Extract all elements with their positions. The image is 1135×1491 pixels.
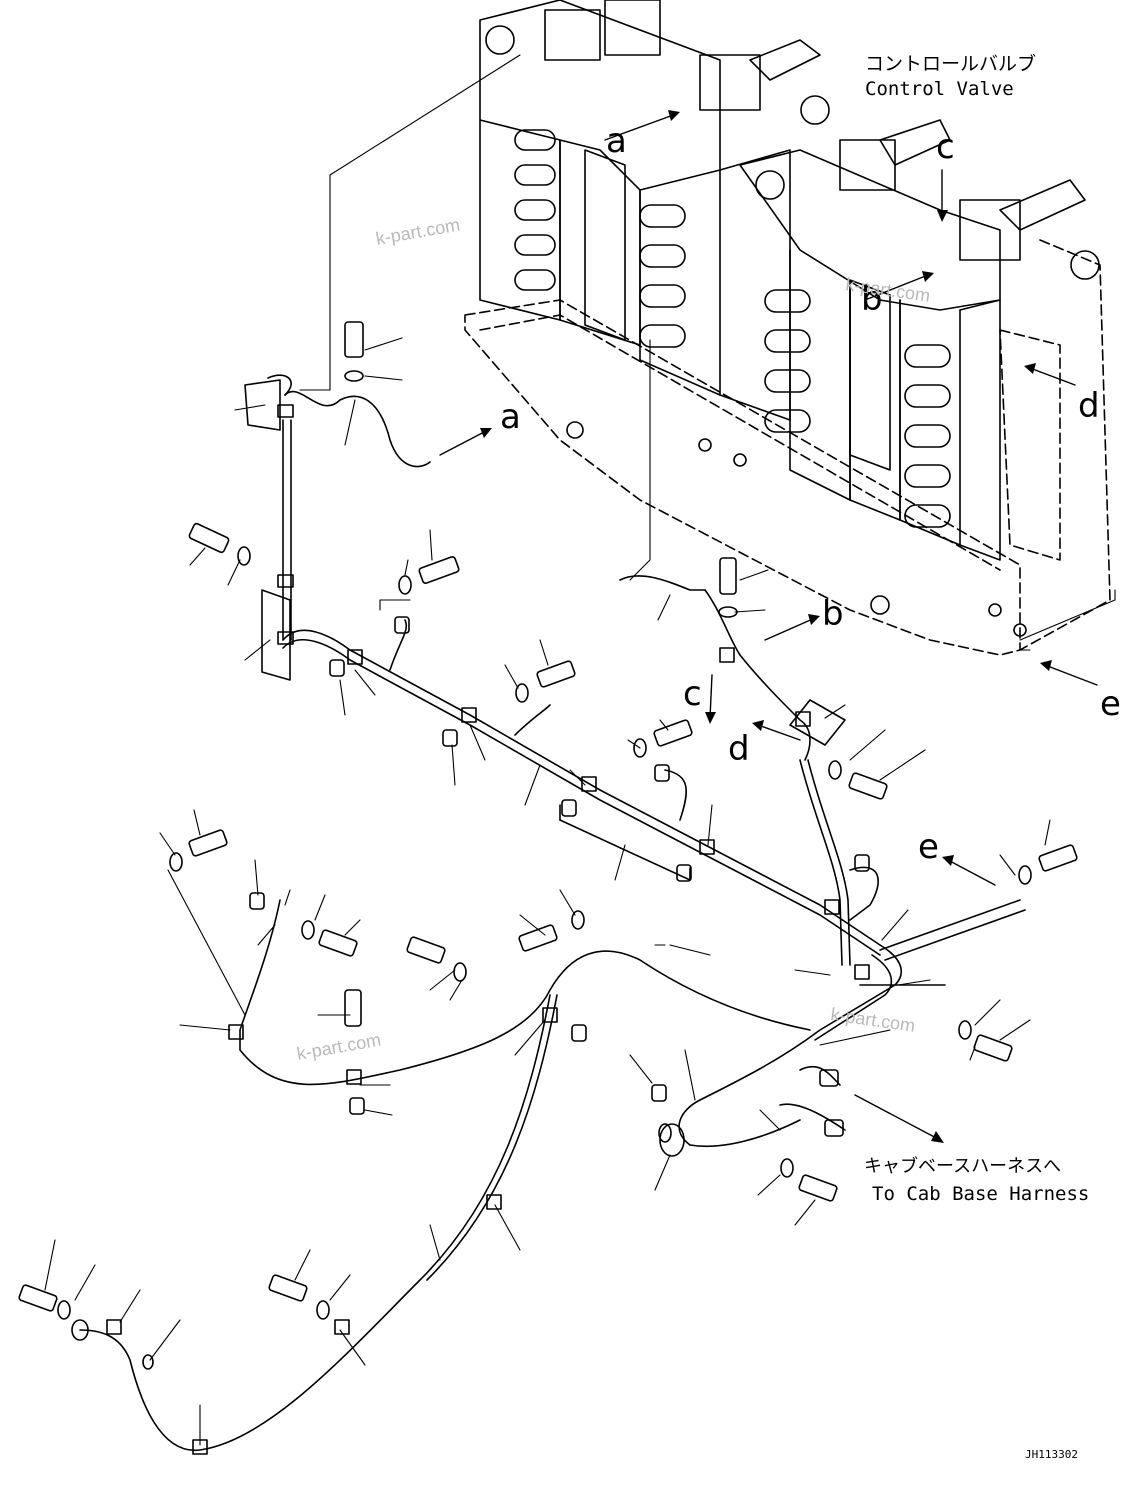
control-valve-assembly [464, 0, 1111, 656]
watermark-3: k-part.com [295, 1029, 382, 1063]
clamps-brackets [106, 379, 870, 1455]
ref-letter-d-top: d [1078, 386, 1100, 426]
cab-base-en-label: To Cab Base Harness [872, 1183, 1089, 1205]
ref-letter-e-top: e [1100, 684, 1121, 724]
reference-arrows [439, 113, 1098, 1141]
arrowheads [480, 110, 1052, 1143]
ref-letter-e: e [918, 827, 939, 867]
drawing-id: JH113302 [1025, 1448, 1078, 1461]
ref-letter-c-top: c [936, 127, 955, 167]
control-valve-en-label: Control Valve [865, 78, 1014, 100]
control-valve-jp-label: コントロールバルブ [865, 52, 1036, 75]
ref-letter-b: b [822, 594, 844, 634]
watermark-4: k-part.com [829, 1004, 916, 1036]
watermark-1: k-part.com [374, 214, 461, 248]
cab-base-jp-label: キャブベースハーネスへ [864, 1155, 1061, 1177]
fasteners [18, 321, 1078, 1370]
ref-letter-c: c [683, 674, 702, 714]
ref-letter-a-top: a [606, 121, 627, 161]
leader-lines [44, 54, 1116, 1446]
ref-letter-a: a [500, 397, 521, 437]
ref-letter-b-top: b [861, 279, 883, 319]
ref-letter-d: d [728, 729, 750, 769]
wiring-harness [79, 374, 1026, 1451]
